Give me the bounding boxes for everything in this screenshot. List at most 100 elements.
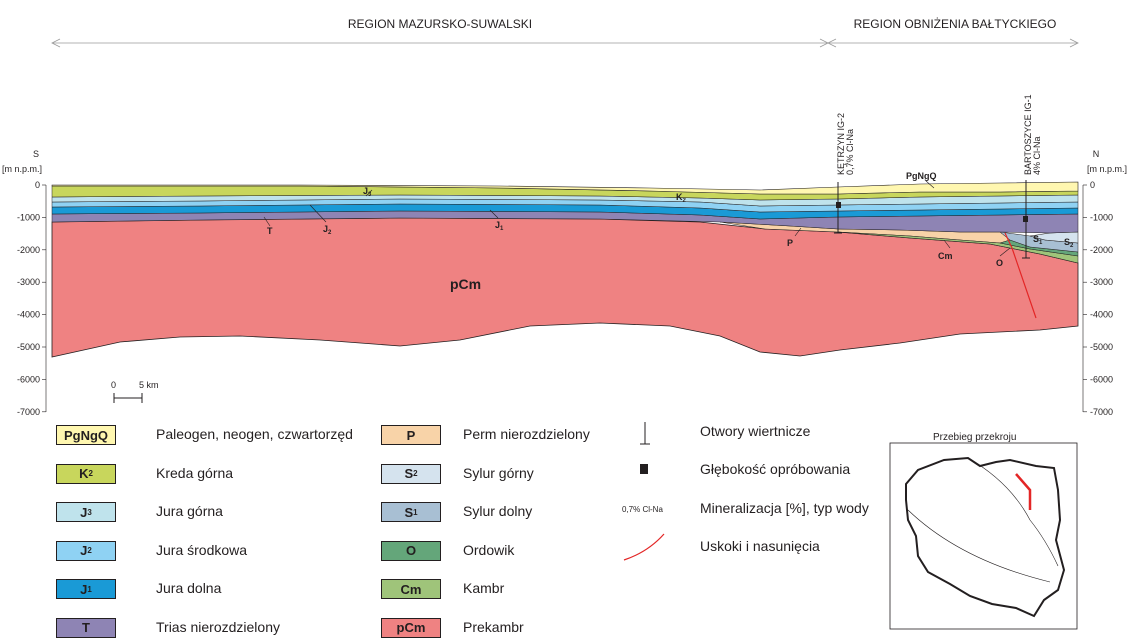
scale-bar: 0 5 km: [111, 380, 159, 403]
legend-swatch-code: PgNgQ: [63, 427, 109, 443]
legend-label: Sylur dolny: [463, 503, 533, 519]
legend-text-mineral: Mineralizacja [%], typ wody: [700, 500, 869, 516]
legend-swatch: Cm: [381, 579, 441, 599]
legend-label: Perm nierozdzielony: [463, 426, 590, 442]
label-T: T: [267, 226, 273, 236]
axis-right-unit: [m n.p.m.]: [1087, 164, 1127, 174]
legend-swatch-subscript: 1: [413, 507, 418, 517]
axis-right-direction: N: [1093, 149, 1100, 159]
well-ketrzyn-mineral: 0,7% Cl-Na: [845, 129, 855, 175]
legend-label: Jura górna: [156, 503, 223, 519]
axis-left-ticks: 0-1000-2000-3000-4000-5000-6000-7000: [17, 180, 46, 417]
legend-swatch-code: Cm: [400, 581, 422, 597]
axis-right-tick-label: -2000: [1090, 245, 1113, 255]
well-ketrzyn: KĘTRZYN IG-2 0,7% Cl-Na: [834, 113, 855, 234]
label-P: P: [787, 238, 793, 248]
well-ketrzyn-sample-marker: [836, 202, 841, 208]
axis-right-tick-label: -6000: [1090, 374, 1113, 384]
layer-PgNgQ: [51, 181, 1079, 195]
section-labels: J3 K2 J2 J1 T P PgNgQ pCm Cm O S1 S2: [263, 171, 1074, 292]
legend-label: Kambr: [463, 580, 505, 596]
scale-five: 5 km: [139, 380, 159, 390]
scale-zero: 0: [111, 380, 116, 390]
label-J3: J3: [363, 186, 372, 198]
legend-label: Prekambr: [463, 618, 524, 635]
legend-swatch-code: J: [80, 504, 88, 520]
legend-swatch: O: [381, 540, 441, 561]
legend-swatch-subscript: 2: [87, 546, 92, 555]
well-bartoszyce: BARTOSZYCE IG-1 4% Cl-Na: [1022, 94, 1042, 259]
axis-left-tick-label: -3000: [17, 277, 40, 287]
label-Cm: Cm: [938, 251, 953, 261]
legend-mineral-example: 0,7% Cl-Na: [622, 505, 663, 514]
label-S2: S2: [1064, 237, 1074, 249]
layer-pCm: [51, 217, 1079, 358]
legend-label: Jura dolna: [156, 580, 222, 596]
legend-label: Ordowik: [463, 541, 515, 558]
well-bartoszyce-name: BARTOSZYCE IG-1: [1023, 94, 1033, 175]
well-ketrzyn-name: KĘTRZYN IG-2: [836, 113, 846, 175]
region-right-arrow: [827, 38, 1079, 48]
label-pCm: pCm: [450, 276, 481, 292]
legend-label: Paleogen, neogen, czwartorzęd: [156, 426, 353, 442]
legend-fault-symbol: [623, 533, 665, 561]
label-K2: K2: [676, 192, 687, 204]
legend-text-wells: Otwory wiertnicze: [700, 423, 811, 439]
region-right-title: REGION OBNIŻENIA BAŁTYCKIEGO: [854, 17, 1057, 31]
legend-text-faults: Uskoki i nasunięcia: [700, 538, 820, 554]
well-bartoszyce-sample-marker: [1023, 216, 1028, 222]
legend-swatch-code: pCm: [396, 620, 426, 635]
axis-left-tick-label: -1000: [17, 212, 40, 222]
legend-swatch-subscript: 3: [87, 507, 92, 517]
axis-left-tick-label: -2000: [17, 245, 40, 255]
legend-swatch: PgNgQ: [56, 425, 116, 445]
legend-depth-symbol: [640, 464, 648, 474]
label-O: O: [996, 258, 1003, 268]
label-J2: J2: [323, 224, 332, 236]
legend-well-symbol: [640, 422, 650, 445]
label-PgNgQ: PgNgQ: [906, 171, 937, 181]
legend-swatch-subscript: 2: [88, 469, 93, 478]
legend-swatch: T: [56, 617, 116, 638]
legend-label: Jura środkowa: [156, 541, 248, 558]
legend-swatch-code: O: [405, 543, 417, 558]
legend-swatch-code: K: [79, 466, 89, 481]
label-S1: S1: [1033, 234, 1043, 246]
axis-right-tick-label: -1000: [1090, 212, 1113, 222]
map-title: Przebieg przekroju: [933, 432, 1017, 443]
axis-left-tick-label: -7000: [17, 407, 40, 417]
legend-swatch-code: S: [404, 504, 414, 520]
axis-left-tick-label: -4000: [17, 310, 40, 320]
legend-swatch-code: S: [404, 466, 414, 481]
region-left-arrow: [51, 38, 829, 48]
axis-right-tick-label: 0: [1090, 180, 1095, 190]
axis-left-unit: [m n.p.m.]: [2, 164, 42, 174]
legend-swatch-code: P: [406, 427, 416, 443]
legend-label: Kreda górna: [156, 464, 234, 481]
axis-right-ticks: 0-1000-2000-3000-4000-5000-6000-7000: [1083, 180, 1113, 417]
legend-swatch-code: J: [80, 581, 88, 597]
legend-swatch-code: T: [82, 620, 90, 635]
region-left-title: REGION MAZURSKO-SUWALSKI: [348, 17, 532, 31]
axis-right-tick-label: -7000: [1090, 407, 1113, 417]
axis-right-tick-label: -3000: [1090, 277, 1113, 287]
fault-line: [1004, 232, 1037, 319]
location-map: [889, 442, 1078, 630]
axis-left-direction: S: [33, 149, 39, 159]
legend-swatch-subscript: 1: [87, 584, 92, 594]
legend-label: Sylur górny: [463, 464, 534, 481]
legend-swatch: pCm: [381, 617, 441, 638]
axis-left-tick-label: -6000: [17, 374, 40, 384]
axis-right-tick-label: -5000: [1090, 342, 1113, 352]
well-bartoszyce-mineral: 4% Cl-Na: [1032, 136, 1042, 175]
axis-left-tick-label: 0: [35, 180, 40, 190]
legend-text-depth: Głębokość opróbowania: [700, 461, 851, 477]
legend-swatch-code: J: [80, 543, 88, 558]
legend-swatch-subscript: 2: [413, 469, 418, 478]
